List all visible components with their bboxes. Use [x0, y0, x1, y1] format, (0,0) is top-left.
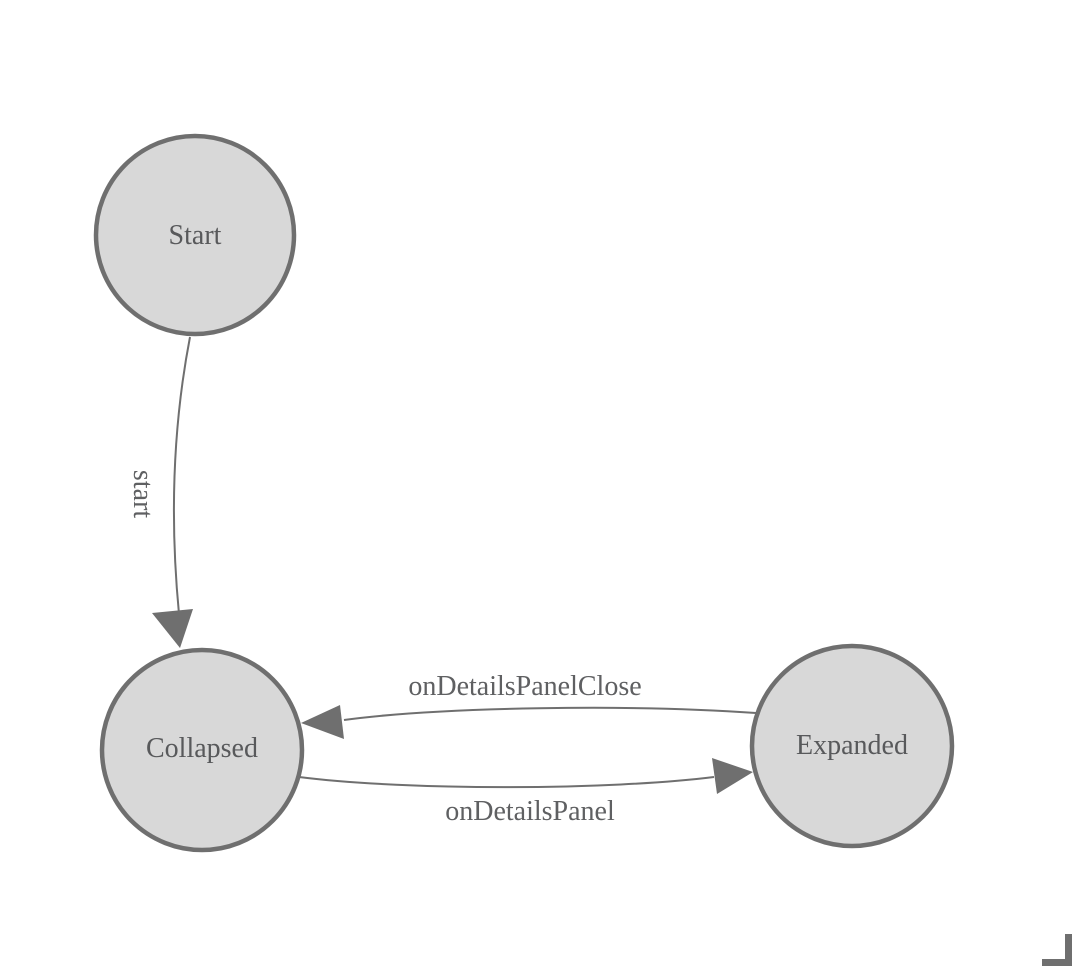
arrowhead-icon [152, 609, 193, 648]
edge-label-start: start [127, 470, 158, 518]
arrowhead-icon [301, 705, 344, 739]
edge-label-ondetailspanel: onDetailsPanel [445, 796, 615, 827]
arrowhead-icon [712, 758, 753, 794]
state-node-collapsed[interactable]: Collapsed [99, 647, 305, 853]
node-label-start: Start [169, 220, 222, 251]
node-circle[interactable] [99, 647, 305, 853]
edge-collapsed-to-expanded: onDetailsPanel [298, 758, 753, 827]
scroll-corner-icon [1042, 934, 1072, 966]
node-label-collapsed: Collapsed [146, 733, 258, 764]
edge-line [298, 776, 715, 789]
edge-label-ondetailspanelclose: onDetailsPanelClose [408, 671, 641, 702]
edge-expanded-to-collapsed: onDetailsPanelClose [301, 671, 757, 739]
node-label-expanded: Expanded [796, 730, 908, 761]
node-circle[interactable] [749, 643, 955, 849]
node-circle[interactable] [93, 133, 297, 337]
state-node-expanded[interactable]: Expanded [749, 643, 955, 849]
edge-line [172, 336, 191, 615]
edge-start-to-collapsed: start [127, 336, 193, 648]
edge-line [343, 706, 757, 721]
state-node-start[interactable]: Start [93, 133, 297, 337]
